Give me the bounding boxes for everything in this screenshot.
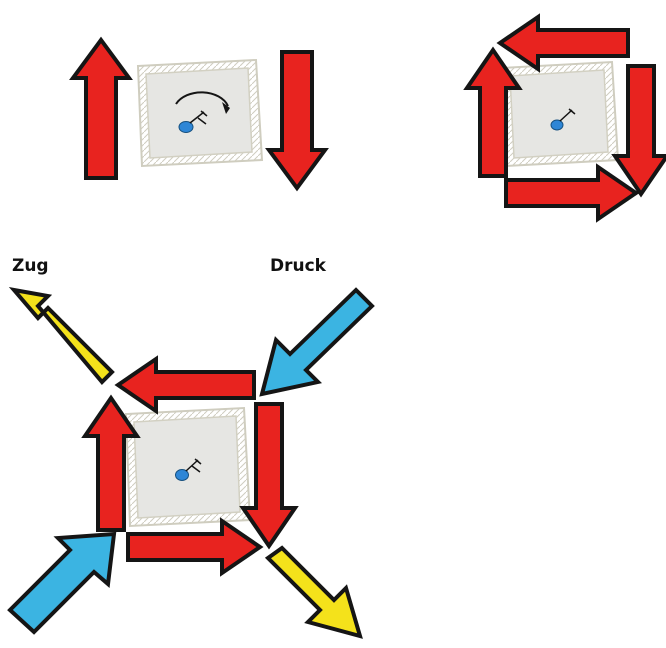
shear-arrow-down xyxy=(269,52,325,188)
shear-arrow-up xyxy=(73,40,129,178)
tension-label: Zug xyxy=(12,256,49,276)
panel-3-principal-stresses xyxy=(10,290,372,636)
compression-arrow-bottom-left xyxy=(10,534,114,632)
shear-arrow-right-down xyxy=(243,404,295,546)
panel-1-shear-pair xyxy=(73,40,325,188)
soil-element xyxy=(138,60,262,166)
shear-arrow-top-left xyxy=(118,359,254,411)
tension-arrow-top-left xyxy=(14,290,112,382)
compression-arrow-top-right xyxy=(262,290,372,394)
soil-element xyxy=(502,62,618,166)
shear-arrow-bottom-right xyxy=(128,521,260,573)
panel-2-complementary-shear xyxy=(467,17,666,219)
tension-arrow-bottom-right xyxy=(268,548,360,636)
shear-arrow-right-down xyxy=(615,66,666,194)
compression-label: Druck xyxy=(270,256,326,276)
soil-element xyxy=(126,408,250,526)
shear-arrow-bottom-right xyxy=(506,167,636,219)
